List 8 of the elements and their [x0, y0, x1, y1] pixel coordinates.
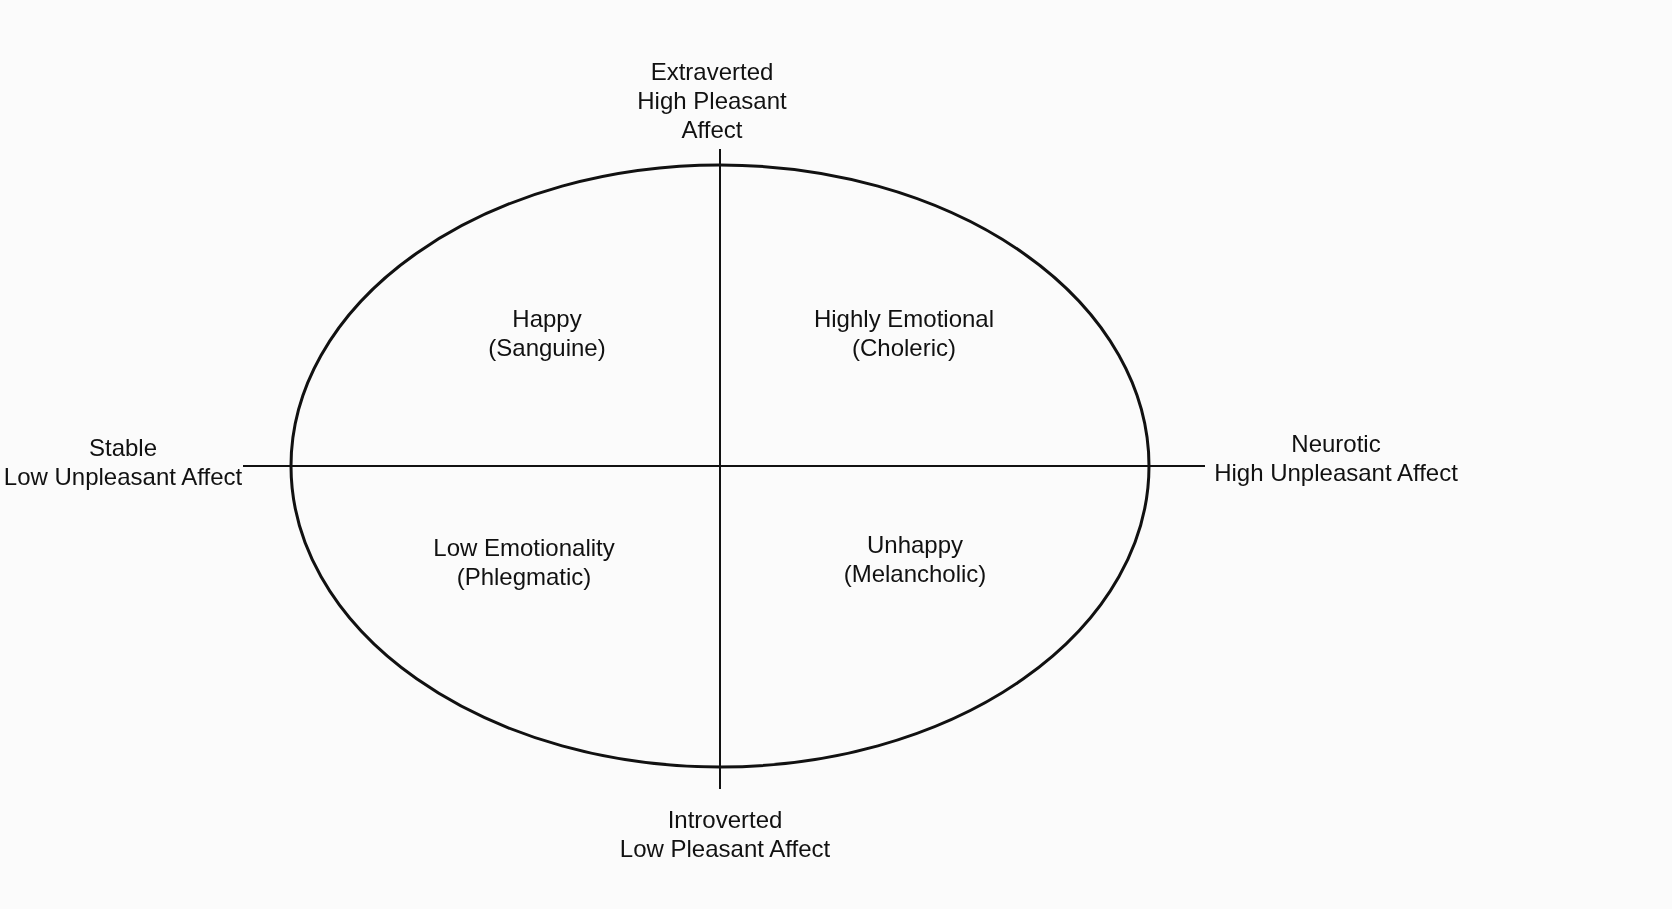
axis-label: Introverted Low Pleasant Affect [619, 805, 831, 863]
quadrant-label: Unhappy (Melancholic) [843, 530, 987, 588]
quadrant-label: Highly Emotional (Choleric) [813, 304, 995, 362]
quadrant-label: Low Emotionality (Phlegmatic) [433, 533, 615, 591]
axis-label: Stable Low Unpleasant Affect [3, 433, 243, 491]
axis-label: Neurotic High Unpleasant Affect [1214, 429, 1458, 487]
quadrant-label: Happy (Sanguine) [488, 304, 606, 362]
axis-label: Extraverted High Pleasant Affect [637, 56, 787, 144]
